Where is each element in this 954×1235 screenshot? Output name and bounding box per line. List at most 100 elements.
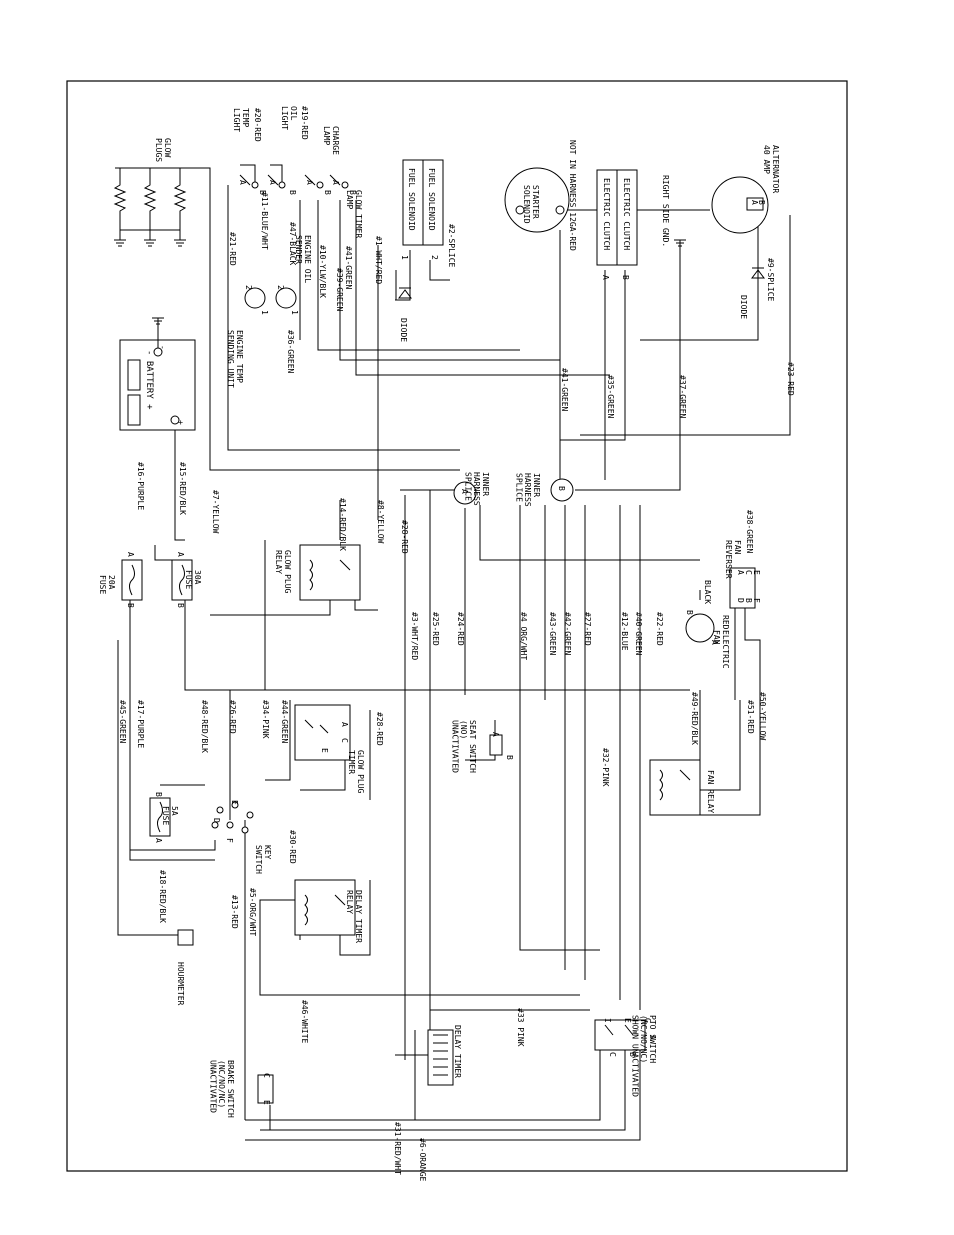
glow-plug-timer bbox=[294, 704, 351, 761]
wire-label-16: #16-PURPLE bbox=[136, 462, 145, 510]
label-splice-b-letter: B bbox=[557, 486, 566, 491]
label-brake-switch: BRAKE SWITCH(NC/NO/NC)UNACTIVATED bbox=[208, 1060, 235, 1118]
label-fuse-20a: 20AFUSE bbox=[98, 575, 116, 594]
wire-label-13: #13-RED bbox=[230, 895, 239, 929]
glow-plugs bbox=[113, 168, 187, 247]
wire-label-44: #44-GREEN bbox=[280, 700, 289, 744]
terminal-a-timer: A bbox=[340, 722, 349, 727]
terminal-e-fanrev: E bbox=[752, 570, 761, 575]
terminal-c-brake: C bbox=[262, 1073, 271, 1078]
wire-label-6: #6-ORANGE bbox=[418, 1138, 427, 1182]
wire-label-2: #2-SPLICE bbox=[447, 224, 456, 268]
wire-label-10: #10-YLW/BLK bbox=[318, 245, 327, 298]
terminal-d-fanrev: D bbox=[736, 598, 745, 603]
terminal-e-brake: E bbox=[262, 1100, 271, 1105]
wire-label-38: #38-GREEN bbox=[745, 510, 754, 554]
diode-lower-symbol bbox=[398, 287, 412, 299]
wire-label-28b: #28-RED bbox=[375, 712, 384, 746]
wire-label-48: #48-RED/BLK bbox=[200, 700, 209, 753]
terminal-a-fanrev: A bbox=[736, 570, 745, 575]
wire-label-14: #14-RED/BLK bbox=[338, 498, 347, 551]
label-splice-a-letter: A bbox=[460, 489, 469, 494]
brake-switch bbox=[257, 1074, 274, 1104]
label-engine-oil-sender: ENGINE OILSENDER bbox=[294, 235, 312, 283]
right-side-ground-symbol bbox=[674, 239, 686, 247]
terminal-g-pto: G bbox=[643, 1018, 652, 1023]
label-black: BLACK bbox=[703, 580, 712, 604]
starter-solenoid bbox=[504, 167, 570, 233]
terminal-b-seat: B bbox=[505, 755, 514, 760]
wire-label-20: #20-RED bbox=[253, 108, 262, 142]
terminal-a-alt: A bbox=[750, 200, 759, 205]
electric-fan bbox=[685, 613, 715, 643]
label-battery: - BATTERY + bbox=[144, 350, 154, 410]
terminal-b-fan: B bbox=[685, 610, 694, 615]
label-delay-timer: DELAY TIMER bbox=[453, 1025, 462, 1078]
wire-label-31: #31-RED/WHT bbox=[393, 1122, 402, 1175]
wire-label-17: #17-PURPLE bbox=[136, 700, 145, 748]
label-electric-clutch-1: ELECTRIC CLUTCH bbox=[602, 178, 611, 250]
wire-label-34: #34-PINK bbox=[261, 700, 270, 739]
label-glow-timer-lamp: GLOW TIMERLAMP bbox=[345, 190, 363, 238]
wire-label-1: #1-WHT/RED bbox=[374, 236, 383, 284]
terminal-b-fuse5: B bbox=[154, 792, 163, 797]
wire-label-43: #43-GREEN bbox=[548, 612, 557, 656]
wire-label-21: #21-RED bbox=[228, 232, 237, 266]
terminal-a-pto: A bbox=[648, 1035, 657, 1040]
wire-label-12: #12-BLUE bbox=[620, 612, 629, 651]
terminal-b-alt: B bbox=[757, 200, 766, 205]
wire-label-28a: #28-RED bbox=[400, 520, 409, 554]
wire-label-11: #11-BLUE/WHT bbox=[260, 192, 269, 250]
fan-relay bbox=[649, 759, 701, 816]
engine-temp-gauge bbox=[244, 287, 266, 309]
label-fuel-solenoid-1: FUEL SOLENOID bbox=[407, 168, 416, 231]
terminal-b-fuse30: B bbox=[176, 603, 185, 608]
glow-plug-relay bbox=[299, 544, 361, 601]
wire-label-36: #36-GREEN bbox=[286, 330, 295, 374]
wire-label-39: #39-GREEN bbox=[335, 268, 344, 312]
terminal-a-seat: A bbox=[491, 732, 500, 737]
hourmeter bbox=[177, 929, 194, 946]
wire-label-45: #45-GREEN bbox=[118, 700, 127, 744]
terminal-a-fuse5: A bbox=[154, 838, 163, 843]
terminal-a-clutch: A bbox=[601, 275, 610, 280]
label-pto-switch: PTO SWITCH(NC/NO/NC)SHOWN UNACTIVATED bbox=[630, 1015, 657, 1097]
terminal-a-fan: A bbox=[710, 640, 719, 645]
terminal-b-fuse20: B bbox=[126, 603, 135, 608]
wire-label-19: #19-RED bbox=[300, 106, 309, 140]
diode-upper-symbol bbox=[751, 267, 765, 279]
wire-label-26: #26-RED bbox=[228, 700, 237, 734]
label-hourmeter: HOURMETER bbox=[176, 962, 185, 1006]
terminal-f-fanrev: F bbox=[752, 598, 761, 603]
terminal-1-fuel: 1 bbox=[400, 255, 409, 260]
delay-timer-relay bbox=[294, 879, 356, 936]
label-inner-splice-b: INNERHARNESSSPLICE bbox=[514, 473, 541, 507]
wire-label-42: #42-GREEN bbox=[563, 612, 572, 656]
pto-switch bbox=[594, 1019, 646, 1051]
lamp-cluster bbox=[239, 174, 349, 189]
terminal-e-pto: E bbox=[623, 1018, 632, 1023]
component-labels: GLOWPLUGS TEMPLIGHT OILLIGHT CHARGELAMP … bbox=[98, 106, 780, 1118]
label-right-side-gnd: RIGHT SIDE GND. bbox=[661, 175, 670, 247]
label-electric-fan: ELECTRICFAN bbox=[712, 630, 730, 669]
terminal-d-key: D bbox=[212, 818, 221, 823]
wire-label-7: #7-YELLOW bbox=[211, 490, 220, 534]
alternator bbox=[711, 176, 769, 234]
terminal-a-2: A bbox=[268, 180, 277, 185]
terminal-a-4: A bbox=[331, 180, 340, 185]
terminal-2-temp: 2 bbox=[276, 285, 285, 290]
wire-label-47: #47-BLACK bbox=[288, 222, 297, 266]
terminal-a-fuse30: A bbox=[176, 552, 185, 557]
label-fuse-30a: 30AFUSE bbox=[184, 570, 202, 589]
label-glow-plug-timer: GLOW PLUGTIMER bbox=[347, 750, 365, 794]
wire-label-46: #46-WHITE bbox=[300, 1000, 309, 1044]
wire-label-50: #50-YELLOW bbox=[758, 692, 767, 740]
label-key-switch: KEYSWITCH bbox=[254, 845, 272, 874]
engine-oil-sender bbox=[275, 287, 297, 309]
wire-label-18: #18-RED/BLK bbox=[158, 870, 167, 923]
wire-label-25: #25-RED bbox=[431, 612, 440, 646]
wire-label-33: #33 PINK bbox=[516, 1008, 525, 1047]
fan-reverser bbox=[729, 567, 756, 609]
label-fan-relay: FAN RELAY bbox=[706, 770, 715, 814]
wire-label-49: #49-RED/BLK bbox=[690, 692, 699, 745]
